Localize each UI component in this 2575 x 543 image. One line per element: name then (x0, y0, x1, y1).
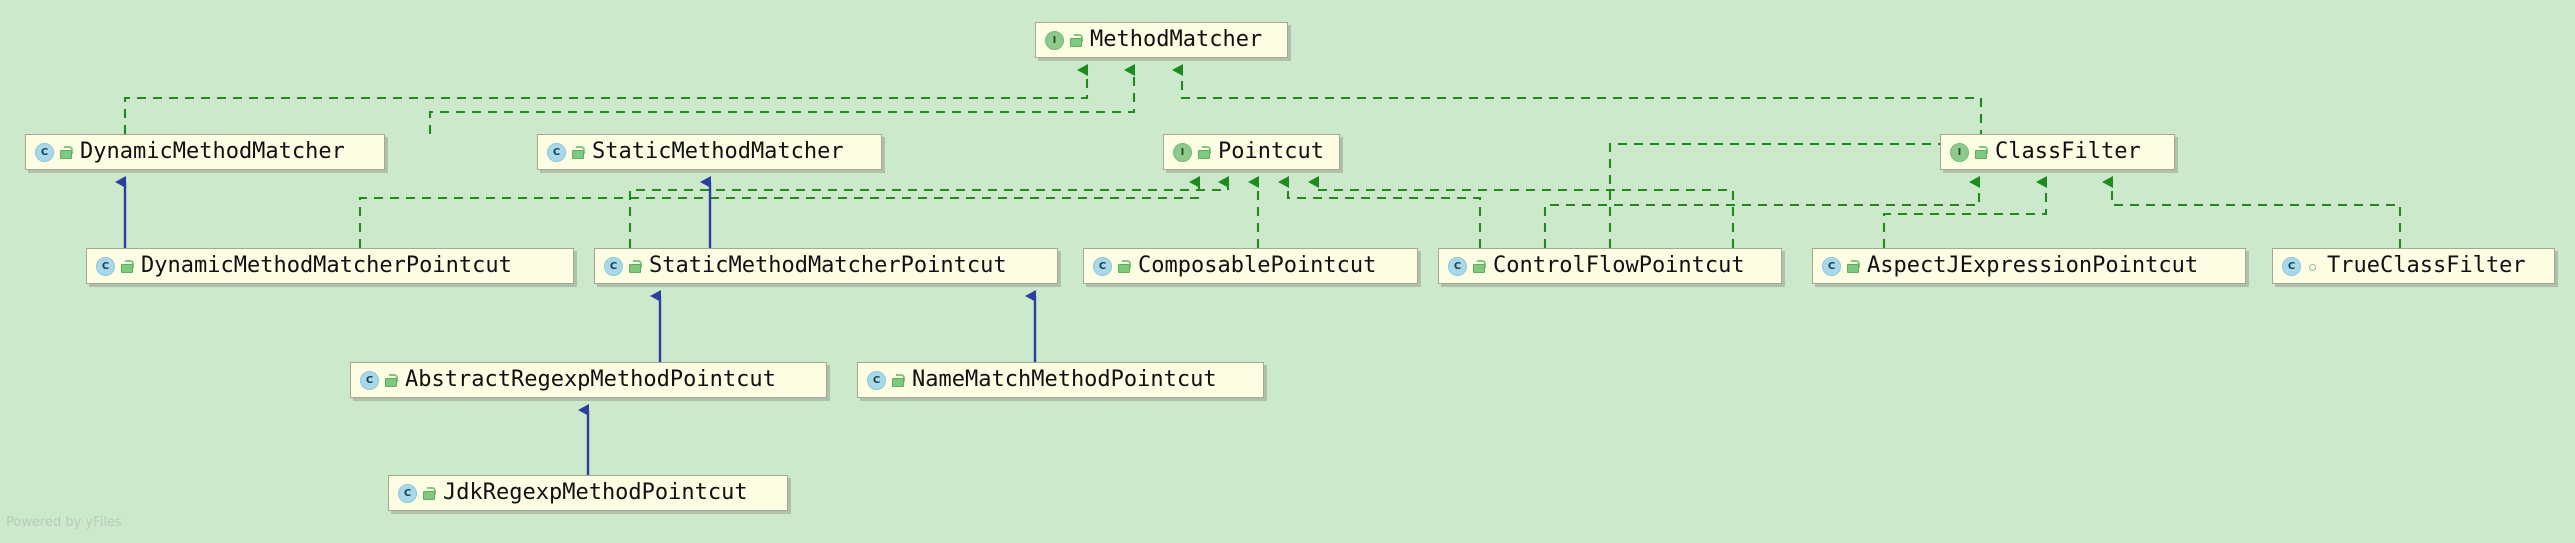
edge-aspectjexpressionpointcut-classfilter (1882, 176, 2048, 248)
edge-dynamicmethodmatcher-methodmatcher (123, 64, 1089, 134)
lock-icon (1974, 145, 1988, 159)
class-node-label: StaticMethodMatcherPointcut (649, 253, 1007, 278)
edge-controlflowpointcut-methodmatcher (1172, 64, 1983, 248)
lock-icon (1117, 259, 1131, 273)
realization-edges (123, 64, 2402, 248)
lock-icon (628, 259, 642, 273)
class-node-label: NameMatchMethodPointcut (912, 367, 1217, 392)
dot-icon (2306, 260, 2319, 273)
class-node-pointcut[interactable]: I Pointcut (1163, 134, 1340, 170)
lock-icon (1846, 259, 1860, 273)
class-node-label: ControlFlowPointcut (1493, 253, 1745, 278)
class-icon: C (35, 142, 54, 162)
class-node-label: DynamicMethodMatcherPointcut (141, 253, 512, 278)
class-node-label: MethodMatcher (1090, 27, 1263, 52)
edge-trueclassfilter-classfilter (2102, 176, 2402, 248)
class-icon: C (1448, 256, 1467, 276)
generalization-edges (115, 176, 1037, 475)
class-node-abstractregexpmethodpointcut[interactable]: C AbstractRegexpMethodPointcut (350, 362, 827, 398)
class-node-label: DynamicMethodMatcher (80, 139, 345, 164)
class-icon: C (2282, 256, 2301, 276)
class-node-staticmethodmatcher[interactable]: C StaticMethodMatcher (537, 134, 882, 170)
yfiles-watermark: Powered by yFiles (6, 515, 122, 530)
edge-controlflowpointcut-classfilter (1543, 176, 1981, 248)
class-node-classfilter[interactable]: I ClassFilter (1940, 134, 2175, 170)
lock-icon (120, 259, 134, 273)
edge-aspectjexpressionpointcut-pointcut (1308, 176, 1735, 248)
class-node-dynamicmethodmatcher[interactable]: C DynamicMethodMatcher (25, 134, 385, 170)
class-icon: C (96, 256, 115, 276)
class-icon: C (360, 370, 379, 390)
class-node-staticmethodmatcherpointcut[interactable]: C StaticMethodMatcherPointcut (594, 248, 1058, 284)
class-icon: C (1093, 256, 1112, 276)
class-icon: C (398, 483, 417, 503)
class-node-composablepointcut[interactable]: C ComposablePointcut (1083, 248, 1418, 284)
class-node-label: JdkRegexpMethodPointcut (443, 480, 748, 505)
class-node-label: ClassFilter (1995, 139, 2141, 164)
interface-icon: I (1045, 30, 1064, 50)
class-node-label: StaticMethodMatcher (592, 139, 844, 164)
class-node-trueclassfilter[interactable]: C TrueClassFilter (2272, 248, 2555, 284)
lock-icon (384, 373, 398, 387)
class-icon: C (547, 142, 566, 162)
lock-icon (571, 145, 585, 159)
lock-icon (1472, 259, 1486, 273)
edge-staticmethodmatcher-methodmatcher (428, 64, 1136, 134)
class-icon: C (604, 256, 623, 276)
class-node-jdkregexpmethodpointcut[interactable]: C JdkRegexpMethodPointcut (388, 475, 788, 511)
lock-icon (59, 145, 73, 159)
class-icon: C (1822, 256, 1841, 276)
class-node-label: AspectJExpressionPointcut (1867, 253, 2199, 278)
class-node-namematchmethodpointcut[interactable]: C NameMatchMethodPointcut (857, 362, 1264, 398)
class-node-label: TrueClassFilter (2327, 253, 2526, 278)
edge-staticmethodmatcherpointcut-pointcut (628, 176, 1230, 248)
edge-dynamicmethodmatcherpointcut-pointcut (358, 176, 1201, 248)
class-node-label: ComposablePointcut (1138, 253, 1377, 278)
class-node-label: AbstractRegexpMethodPointcut (405, 367, 776, 392)
interface-icon: I (1950, 142, 1969, 162)
class-icon: C (867, 370, 886, 390)
lock-icon (1069, 33, 1083, 47)
interface-icon: I (1173, 142, 1192, 162)
class-node-label: Pointcut (1218, 139, 1324, 164)
lock-icon (422, 486, 436, 500)
class-node-controlflowpointcut[interactable]: C ControlFlowPointcut (1438, 248, 1782, 284)
class-node-methodmatcher[interactable]: I MethodMatcher (1035, 22, 1288, 58)
lock-icon (1197, 145, 1211, 159)
lock-icon (891, 373, 905, 387)
class-node-aspectjexpressionpointcut[interactable]: C AspectJExpressionPointcut (1812, 248, 2246, 284)
class-node-dynamicmethodmatcherpointcut[interactable]: C DynamicMethodMatcherPointcut (86, 248, 574, 284)
edge-controlflowpointcut-pointcut (1278, 176, 1482, 248)
